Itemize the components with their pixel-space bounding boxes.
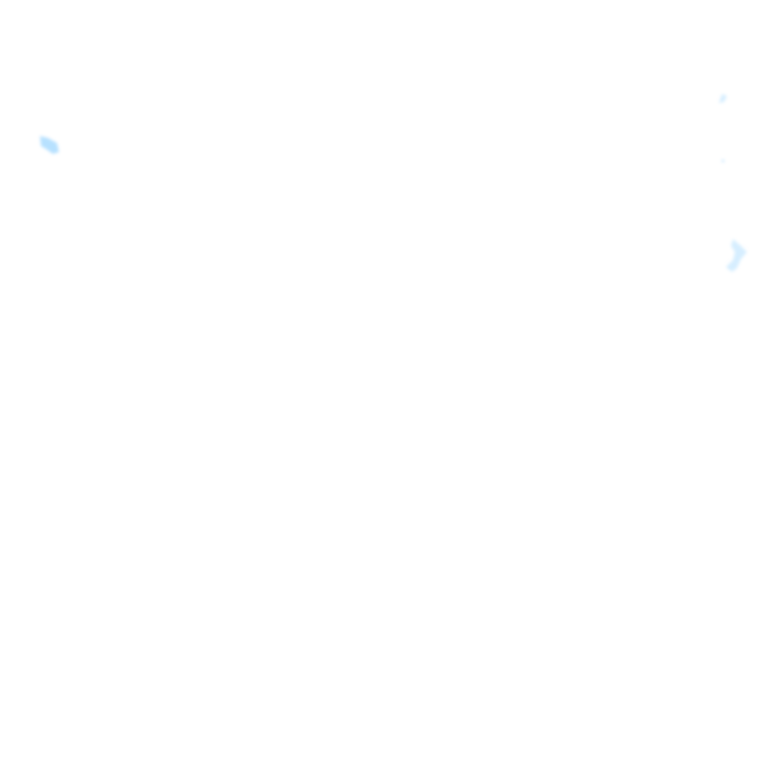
right-blue-blob (726, 239, 747, 272)
right-small-blue-dot (721, 159, 725, 163)
left-blue-blob (40, 136, 59, 154)
top-right-blue-speck (719, 94, 727, 103)
